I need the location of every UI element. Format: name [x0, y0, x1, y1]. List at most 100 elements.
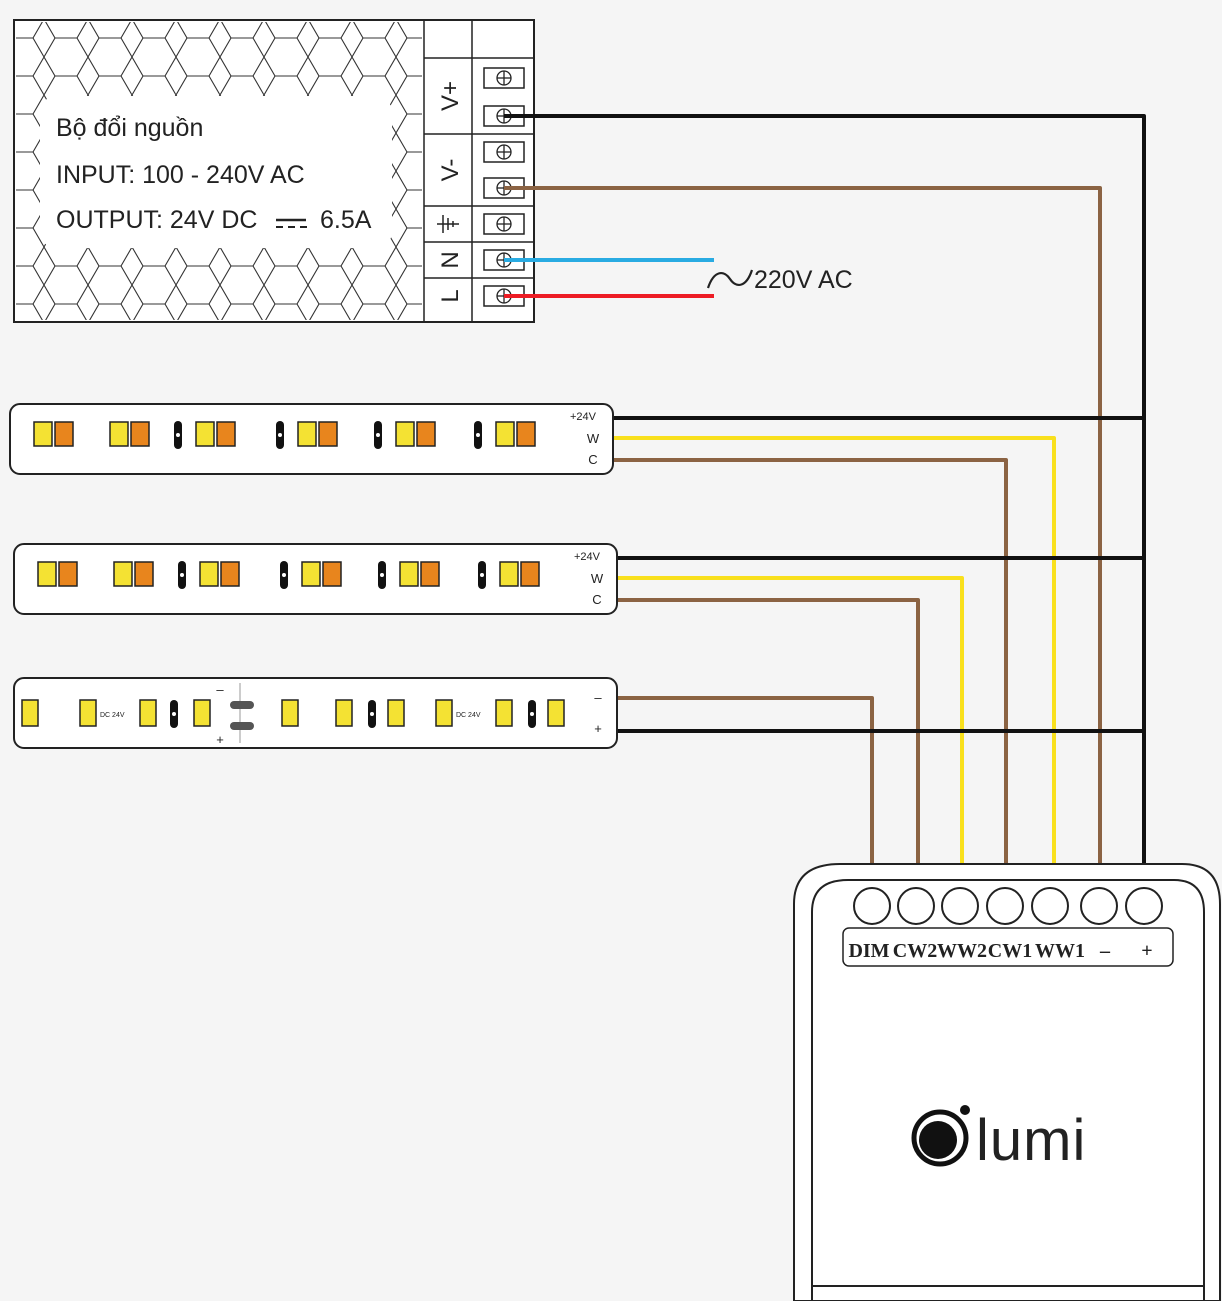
- strip1-w: W: [587, 431, 600, 446]
- solder-pad-icon: [280, 561, 288, 589]
- psu-input: INPUT: 100 - 240V AC: [56, 161, 305, 189]
- terminal-screw-icon: [1031, 887, 1069, 925]
- solder-pad-icon: [276, 421, 284, 449]
- strip-leds: [33, 421, 536, 449]
- lumi-logo: lumi: [911, 1105, 1085, 1173]
- terminal-screw-icon: [853, 887, 891, 925]
- solder-pad-icon: [474, 421, 482, 449]
- strip3-minus: –: [594, 690, 602, 705]
- strip2-c-wire: [617, 598, 920, 906]
- psu-terminal-l: L: [437, 289, 464, 302]
- led-chip-cool: [516, 421, 536, 447]
- solder-pad-icon: [374, 421, 382, 449]
- controller-label-strip: [842, 927, 1174, 967]
- led-chip: [547, 699, 565, 727]
- strip3-plus: +: [594, 721, 602, 736]
- strip1-plus24v: +24V: [570, 411, 597, 423]
- psu-output: OUTPUT: 24V DC: [56, 206, 257, 234]
- screw-terminal-icon: [483, 67, 525, 89]
- strip-leds: [37, 561, 540, 589]
- led-chip-warm: [297, 421, 317, 447]
- psu-terminal-vplus: V+: [437, 81, 464, 111]
- solder-pad-icon: [368, 700, 376, 728]
- solder-pad-icon: [378, 561, 386, 589]
- psu-output-current: 6.5A: [320, 206, 372, 234]
- strip-leds: [21, 699, 565, 730]
- terminal-screw-icon: [986, 887, 1024, 925]
- led-chip-cool: [322, 561, 342, 587]
- led-chip: [495, 699, 513, 727]
- strip1-w-wire: [613, 436, 1056, 906]
- led-chip-warm: [199, 561, 219, 587]
- ac-label: 220V AC: [754, 266, 853, 294]
- led-chip: [387, 699, 405, 727]
- led-chip-cool: [54, 421, 74, 447]
- terminal-screw-icon: [897, 887, 935, 925]
- led-chip-cool: [520, 561, 540, 587]
- led-strip-2: +24V W C: [13, 543, 618, 615]
- led-chip: [79, 699, 97, 727]
- solder-pad-icon: [174, 421, 182, 449]
- screw-terminal-icon: [483, 213, 525, 235]
- led-chip: [193, 699, 211, 727]
- strip3-minus-wire: [617, 696, 874, 906]
- led-chip: [281, 699, 299, 727]
- solder-pad-icon: [178, 561, 186, 589]
- psu-terminal-vminus: V-: [437, 159, 464, 182]
- led-chip-warm: [37, 561, 57, 587]
- strip3-dc-label-2: DC 24V: [456, 712, 481, 719]
- psu-terminal-n: N: [437, 251, 464, 268]
- power-supply: Bộ đổi nguồn INPUT: 100 - 240V AC OUTPUT…: [13, 19, 535, 323]
- led-chip-cool: [416, 421, 436, 447]
- dc-symbol-icon: [276, 218, 307, 228]
- led-chip: [335, 699, 353, 727]
- led-chip: [139, 699, 157, 727]
- controller-terminal-label: +: [1141, 940, 1152, 962]
- solder-pad-icon: [170, 700, 178, 728]
- controller-terminal-label: CW2: [893, 940, 937, 962]
- controller-terminal-label: DIM: [848, 940, 889, 962]
- screw-terminal-icon: [483, 141, 525, 163]
- ground-icon: [437, 215, 459, 233]
- solder-pad-icon: [528, 700, 536, 728]
- led-chip-cool: [420, 561, 440, 587]
- led-chip-cool: [216, 421, 236, 447]
- controller-terminal-label: WW1: [1035, 940, 1085, 962]
- strip2-w-wire: [617, 576, 964, 906]
- led-chip-warm: [399, 561, 419, 587]
- led-strip-1: +24V W C: [9, 403, 614, 475]
- led-chip-warm: [195, 421, 215, 447]
- led-chip: [21, 699, 39, 727]
- terminal-screw-icon: [1125, 887, 1163, 925]
- psu-screw-terminals: [483, 67, 525, 307]
- led-chip-warm: [109, 421, 129, 447]
- strip1-c-wire: [613, 458, 1008, 906]
- ac-sine-icon: [706, 269, 754, 289]
- lumi-logo-icon: [911, 1109, 969, 1167]
- led-chip-warm: [499, 561, 519, 587]
- strip2-w: W: [591, 571, 604, 586]
- led-chip-cool: [134, 561, 154, 587]
- strip3-cut-minus: –: [216, 682, 224, 697]
- led-chip-cool: [130, 421, 150, 447]
- strip1-c: C: [588, 452, 597, 467]
- led-chip-warm: [113, 561, 133, 587]
- strip3-cut-plus: +: [216, 732, 224, 747]
- controller-terminal-label: WW2: [937, 940, 987, 962]
- led-chip: [435, 699, 453, 727]
- controller-terminal-label: –: [1099, 940, 1111, 962]
- solder-pad-icon: [478, 561, 486, 589]
- power-minus-wire: [504, 186, 1102, 906]
- strip2-plus24v: +24V: [574, 551, 601, 563]
- led-chip-warm: [33, 421, 53, 447]
- led-strip-3: DC 24V DC 24V – + – +: [13, 677, 618, 749]
- psu-title: Bộ đổi nguồn: [56, 114, 203, 142]
- wires: [504, 114, 1146, 906]
- psu-label-card: [40, 96, 392, 248]
- terminal-screw-icon: [941, 887, 979, 925]
- led-chip-cool: [220, 561, 240, 587]
- strip3-dc-label-1: DC 24V: [100, 712, 125, 719]
